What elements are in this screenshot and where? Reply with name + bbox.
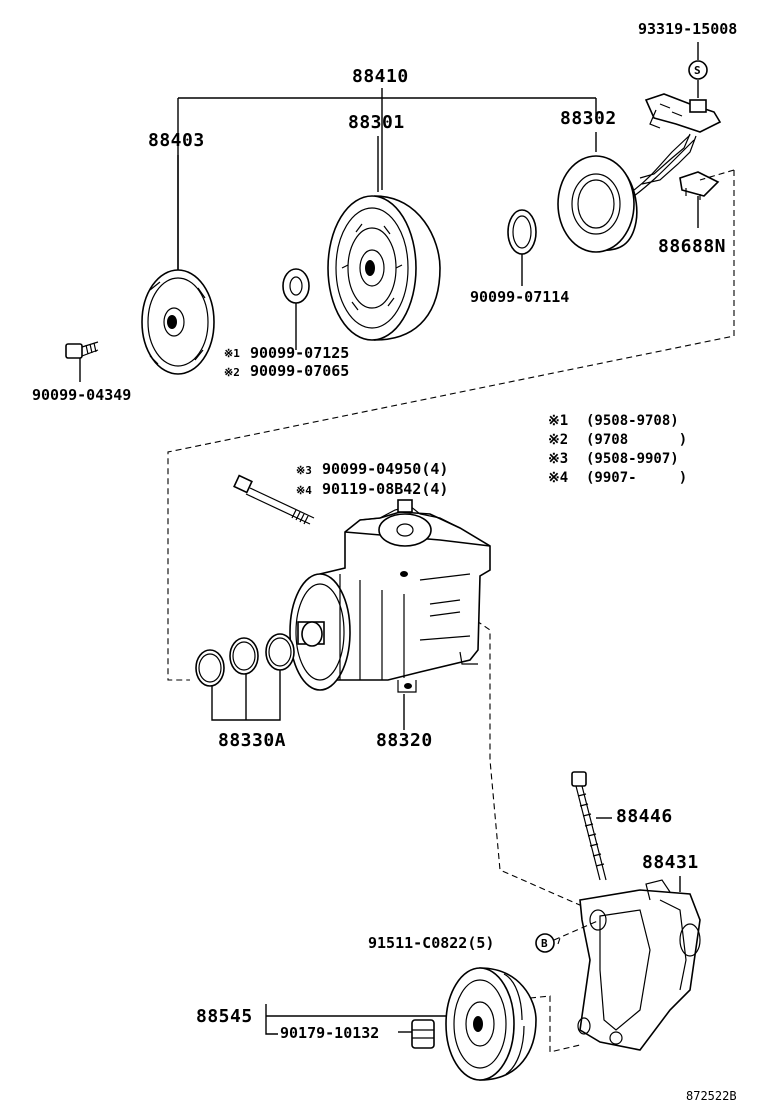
note-1-range: (9508-9708) [586,413,679,429]
label-88301[interactable]: 88301 [348,112,405,133]
bracket-88431: 88431 [577,852,701,1051]
label-90179-10132[interactable]: 90179-10132 [280,1024,379,1042]
notes-legend: ※1 (9508-9708) ※2 (9708 ) ※3 (9508-9907)… [548,413,687,486]
marker-note4: ※4 [296,484,312,497]
label-91511-C0822[interactable]: 91511-C0822(5) [368,934,494,952]
idler-pulley-88545: 88545 90179-10132 [196,967,537,1081]
label-88688N[interactable]: 88688N [658,236,726,257]
label-90099-07065[interactable]: 90099-07065 [250,362,349,380]
compressor-88320: 88320 [289,499,491,751]
bolt-90099-04349: 90099-04349 [32,341,131,404]
note-2-range: (9708 ) [586,432,687,448]
label-88545[interactable]: 88545 [196,1006,253,1027]
label-90099-04950[interactable]: 90099-04950(4) [322,460,448,478]
compressor-bolt: ※3 90099-04950(4) ※4 90119-08B42(4) [233,460,448,525]
label-88410[interactable]: 88410 [352,66,409,87]
note-4-range: (9907- ) [586,470,687,486]
bolt-88446: 88446 [571,771,673,881]
note-4-mark: ※4 [548,470,568,486]
label-90099-04349[interactable]: 90099-04349 [32,386,131,404]
marker-note2: ※2 [224,366,240,379]
b-marker [535,933,555,953]
bolt-91511-C0822: 91511-C0822(5) B [368,919,601,953]
label-90119-08B42[interactable]: 90119-08B42(4) [322,480,448,498]
s-marker [688,60,708,80]
clutch-hub-88403: 88403 [141,130,215,375]
note-2-mark: ※2 [548,432,568,448]
bracket-88688N: 88688N [658,171,726,257]
label-93319-15008[interactable]: 93319-15008 [638,20,737,38]
figure-code: 872522B [686,1089,737,1103]
connector-93319-15008: 93319-15008 S [638,20,737,185]
stator-coil-88302: 88302 [557,108,695,253]
label-88330A[interactable]: 88330A [218,730,286,751]
s-marker-text: S [694,64,701,77]
label-88320[interactable]: 88320 [376,730,433,751]
note-3-range: (9508-9907) [586,451,679,467]
label-88302[interactable]: 88302 [560,108,617,129]
b-marker-text: B [541,937,548,950]
label-88431[interactable]: 88431 [642,852,699,873]
label-88446[interactable]: 88446 [616,806,673,827]
note-3-mark: ※3 [548,451,568,467]
o-rings-88330A: 88330A [195,633,295,751]
pulley-88301: 88301 [327,112,441,341]
label-90099-07114[interactable]: 90099-07114 [470,288,569,306]
snap-ring-90099-07114: 90099-07114 [470,209,569,306]
label-90099-07125[interactable]: 90099-07125 [250,344,349,362]
shim-90099-07125: ※1 90099-07125 ※2 90099-07065 [224,268,349,380]
note-1-mark: ※1 [548,413,568,429]
label-88403[interactable]: 88403 [148,130,205,151]
marker-note1: ※1 [224,347,240,360]
marker-note3: ※3 [296,464,312,477]
